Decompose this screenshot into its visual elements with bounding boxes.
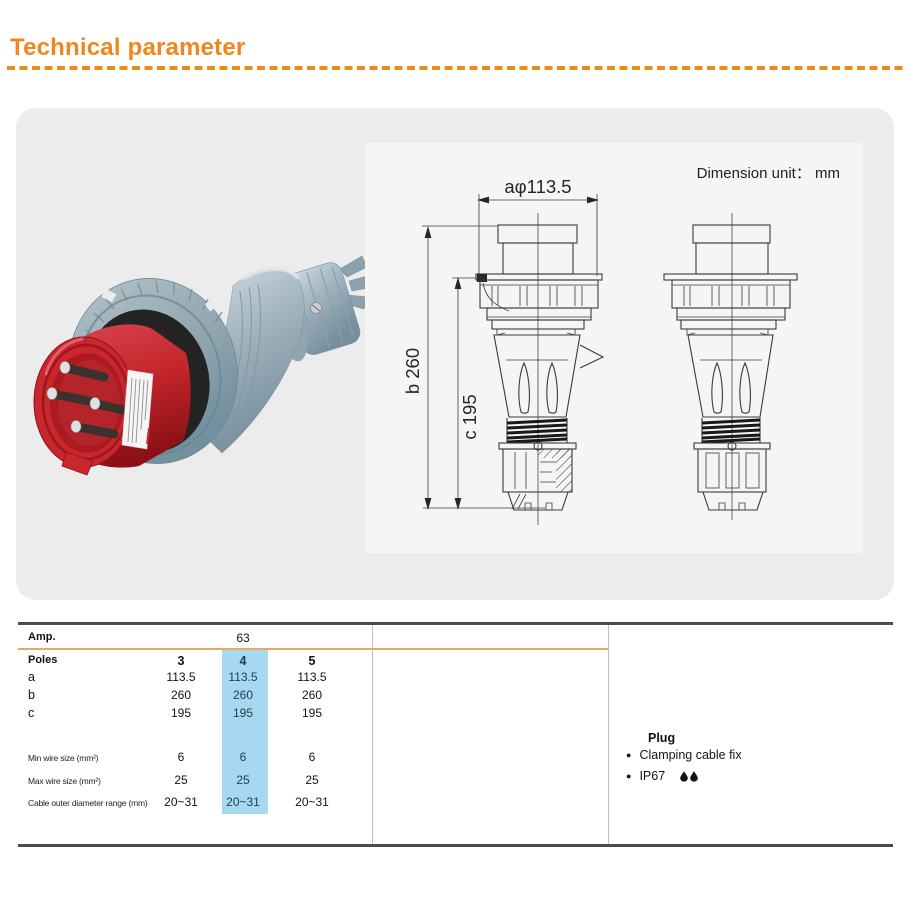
side-clip [579,344,605,369]
droplet-icon [690,770,698,782]
dimension-b: b 260 [402,225,498,510]
thread-coil [506,418,568,444]
pole-col-5: 5 [308,654,316,668]
pole-col-3: 3 [177,654,185,668]
cell-b-5: 260 [301,688,323,702]
gland-nut-section [498,441,577,511]
cell-minwire-4: 6 [239,750,247,764]
poles-label: Poles [28,654,58,666]
row-label-b: b [28,688,35,702]
amp-value: 63 [236,631,250,645]
pole-col-4: 4 [239,654,247,668]
info-item-label: IP67 [639,769,666,783]
row-label-a: a [28,670,35,684]
cell-b-4: 260 [232,688,254,702]
plug-spec-label [121,369,154,450]
plug-key-tab [61,451,94,476]
cell-c-3: 195 [170,706,192,720]
row-label-cable-diameter: Cable outer diameter range (mm) [28,798,148,808]
page-title: Technical parameter [10,34,246,61]
table-divider [608,625,609,844]
row-label-max-wire: Max wire size (mm²) [28,776,101,786]
cell-c-5: 195 [301,706,323,720]
bullet-icon: ● [626,770,632,781]
cell-a-3: 113.5 [166,670,196,684]
dimension-a: aφ113.5 [477,176,599,276]
cell-maxwire-5: 25 [305,773,319,787]
dim-c-label: c 195 [459,394,480,439]
dim-a-label: aφ113.5 [504,176,571,197]
dim-b-label: b 260 [402,348,423,394]
amp-label: Amp. [28,631,56,643]
cell-c-4: 195 [232,706,254,720]
grip-recess [546,361,558,414]
grip-recess [518,361,530,414]
table-divider [372,625,373,844]
highlighted-column [222,650,268,814]
info-item-label: Clamping cable fix [639,748,742,762]
info-heading: Plug [648,731,676,745]
spec-table: Amp. 63 Poles 3 4 5 a 113.5 113.5 113.5 … [18,622,893,847]
cell-cable-3: 20~31 [164,795,198,809]
amp-separator-rule [18,648,608,650]
cell-cable-5: 20~31 [295,795,329,809]
drawing-front-view [475,213,605,525]
cell-cable-4: 20~31 [226,795,260,809]
ip67-droplets [680,770,698,782]
cell-b-3: 260 [170,688,192,702]
row-label-c: c [28,706,35,720]
dimension-drawing-panel: Dimension unit： mm [365,143,863,553]
cell-a-5: 113.5 [297,670,327,684]
cell-maxwire-4: 25 [236,773,250,787]
product-photo-plug [33,255,370,476]
cell-maxwire-3: 25 [174,773,188,787]
cell-minwire-3: 6 [177,750,185,764]
row-label-min-wire: Min wire size (mm²) [28,753,99,763]
dimension-c: c 195 [452,277,484,510]
info-item-clamping: ● Clamping cable fix [626,748,742,762]
info-item-ip67: ● IP67 [626,769,698,783]
dashed-divider [7,66,904,70]
technical-drawing: Dimension unit： mm [402,165,840,525]
product-card: Dimension unit： mm [16,108,894,600]
cell-a-4: 113.5 [228,670,258,684]
droplet-icon [680,770,688,782]
cell-minwire-5: 6 [308,750,316,764]
bullet-icon: ● [626,749,632,760]
dimension-unit-label: Dimension unit： mm [697,165,840,182]
drawing-side-view [663,213,798,520]
